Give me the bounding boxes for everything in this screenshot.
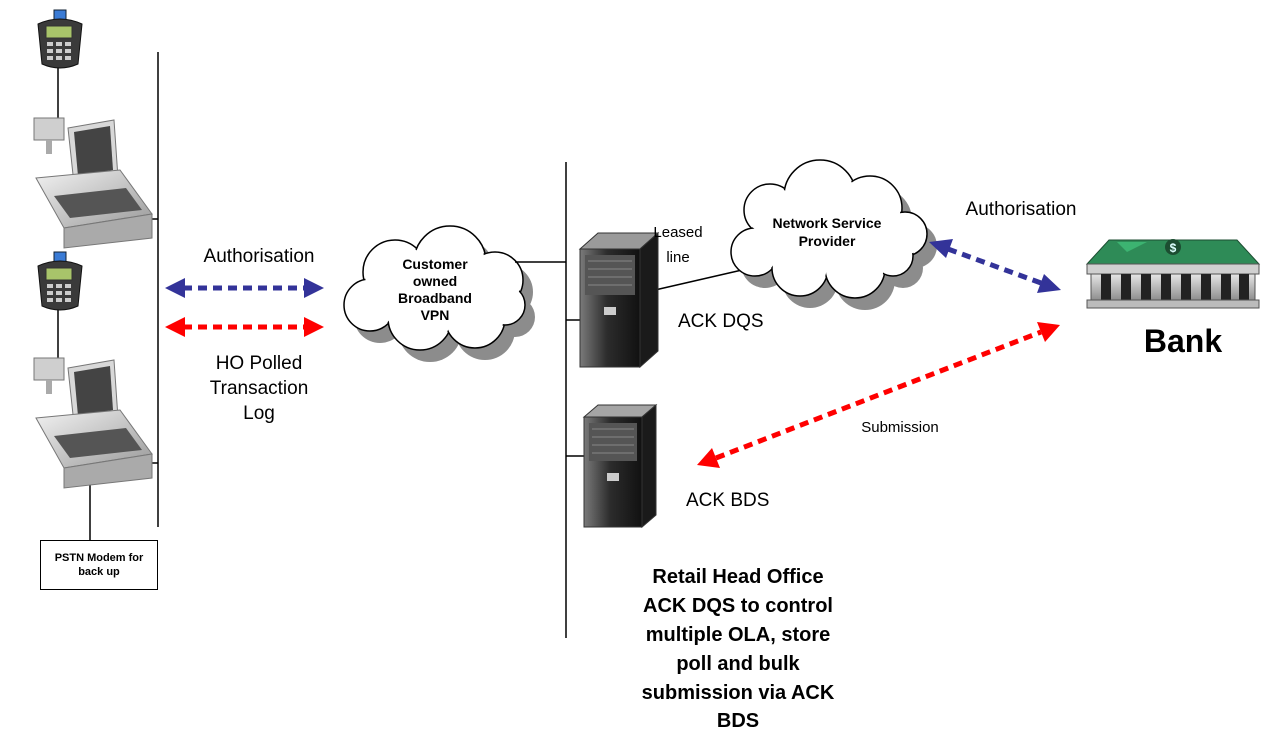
authorisation-label-left: Authorisation: [204, 246, 315, 267]
pos-till-icon: [33, 117, 153, 249]
head-office-line-2: ACK DQS to control: [643, 595, 833, 617]
bank-building-icon: $: [1085, 239, 1261, 309]
head-office-line-4: poll and bulk: [676, 653, 800, 675]
vpn-cloud-icon: [343, 225, 535, 362]
leased-line-label-1: Leased: [653, 224, 702, 241]
authorisation-label-right: Authorisation: [966, 199, 1077, 220]
pstn-modem-box: PSTN Modem for back up: [40, 540, 158, 590]
head-office-line-1: Retail Head Office: [652, 566, 823, 588]
nsp-label-1: Network Service: [773, 215, 882, 231]
log-label: Log: [243, 403, 275, 424]
head-office-lan: [515, 162, 743, 638]
ack-dqs-label: ACK DQS: [678, 311, 764, 332]
svg-text:$: $: [1170, 241, 1177, 255]
card-terminal-icon: [37, 251, 83, 311]
head-office-line-5: submission via ACK: [642, 682, 835, 704]
nsp-cloud-icon: [730, 159, 937, 310]
authorisation-arrow-left: [165, 278, 324, 298]
pstn-modem-label-1: PSTN Modem for: [54, 552, 144, 564]
nsp-label-2: Provider: [799, 233, 856, 249]
bank-label: Bank: [1144, 323, 1222, 359]
ho-polled-label: HO Polled: [216, 353, 303, 374]
vpn-label-4: VPN: [421, 307, 450, 323]
server-icon: [582, 403, 658, 529]
authorisation-arrow-right: [929, 239, 1061, 293]
pstn-modem-label-2: back up: [78, 566, 120, 578]
card-terminal-icon: [37, 9, 83, 69]
transaction-label: Transaction: [210, 378, 309, 399]
ack-bds-label: ACK BDS: [686, 490, 769, 511]
vpn-label-1: Customer: [402, 256, 468, 272]
vpn-label-3: Broadband: [398, 290, 472, 306]
transaction-log-arrow: [165, 317, 324, 337]
vpn-label-2: owned: [413, 273, 457, 289]
submission-label: Submission: [861, 419, 939, 436]
submission-arrow: [697, 322, 1060, 468]
head-office-line-3: multiple OLA, store: [646, 624, 830, 646]
leased-line-label-2: line: [666, 249, 689, 266]
pos-till-icon: [33, 357, 153, 489]
head-office-line-6: BDS: [717, 710, 759, 731]
server-icon: [578, 231, 660, 369]
